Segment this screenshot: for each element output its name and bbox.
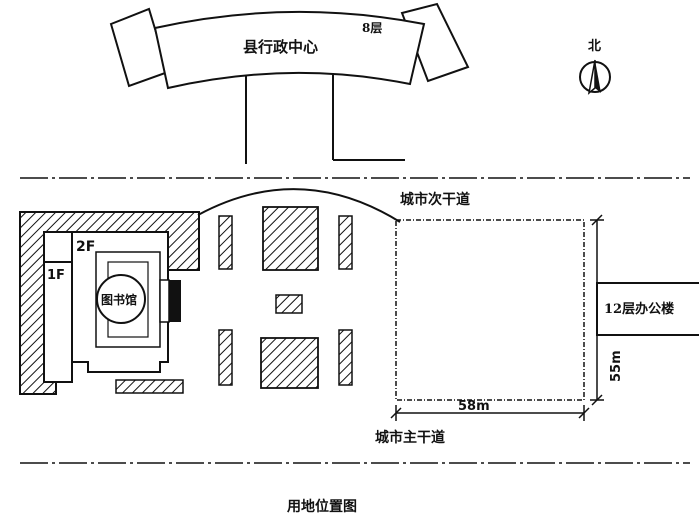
site-boundary [395,219,585,401]
library-side-frame [159,279,170,323]
site-plot: 58m 55m [390,214,624,421]
plaza-block-upper [262,206,319,271]
main-road-label: 城市主干道 [375,429,445,446]
width-dimension-label: 58m [458,399,490,414]
plaza-center-block [275,294,303,314]
office-building-outline [596,282,699,336]
library-outer-building [19,211,200,395]
admin-main-block [153,10,426,90]
library-label: 图书馆 [101,292,137,307]
plaza-block-lower [260,337,319,389]
north-label: 北 [588,39,601,54]
library-side-block [169,280,181,322]
library-complex: 图书馆 2F 1F [19,211,200,395]
label-2f: 2F [76,239,95,255]
office-building: 12层办公楼 [596,282,699,336]
office-building-label: 12层办公楼 [604,301,674,317]
plaza-column-ll [218,329,233,386]
depth-dimension-label: 55m [609,350,624,382]
plaza-column-ul [218,215,233,270]
library-bottom-strip [115,379,184,394]
label-1f: 1F [47,268,65,283]
north-arrow-icon: 北 [579,39,611,95]
secondary-road-label: 城市次干道 [400,191,470,208]
plaza-column-ur [338,215,353,270]
central-plaza [197,188,401,389]
diagram-caption: 用地位置图 [287,498,357,515]
plaza-column-lr [338,329,353,386]
plaza-arc [197,188,401,223]
library-dome [96,274,146,324]
admin-center-label: 县行政中心 [243,38,318,56]
admin-floors-label: 8层 [362,21,382,35]
admin-center-building: 县行政中心 8层 [109,2,470,164]
